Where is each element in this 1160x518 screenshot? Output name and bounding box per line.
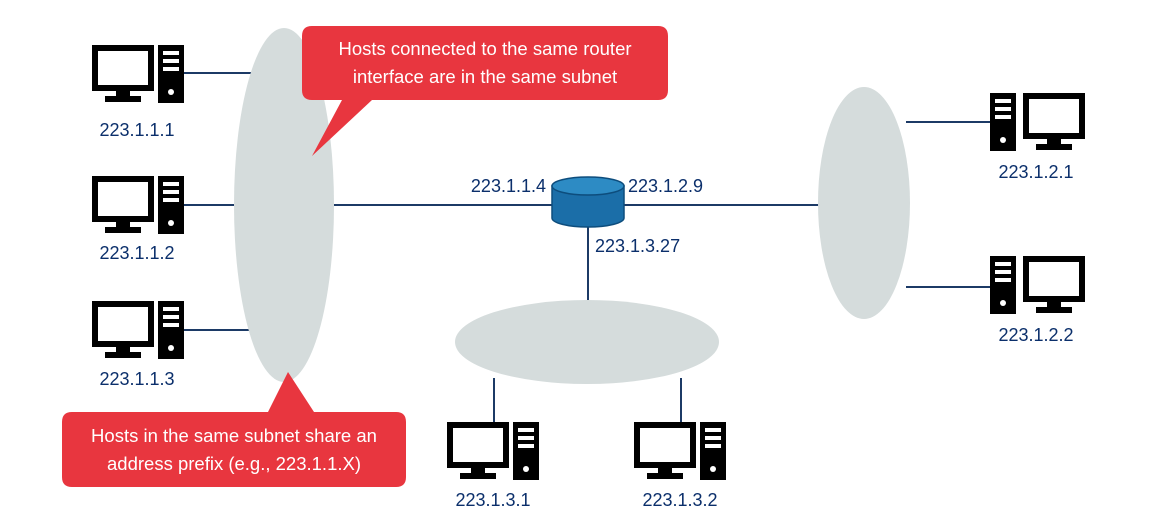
desktop-computer-icon: [990, 256, 1082, 314]
host-223-1-1-1: 223.1.1.1: [95, 45, 184, 140]
callout-same-interface: Hosts connected to the same router inter…: [302, 26, 668, 156]
host-223-1-1-3: 223.1.1.3: [95, 301, 184, 389]
host-223-1-3-2: 223.1.3.2: [637, 422, 726, 510]
subnet-223-1-2: [818, 87, 910, 319]
host-label: 223.1.2.2: [998, 325, 1073, 345]
router-interface-left-label: 223.1.1.4: [471, 176, 546, 196]
desktop-computer-icon: [450, 422, 539, 480]
router-interface-right-label: 223.1.2.9: [628, 176, 703, 196]
router-icon: [551, 176, 625, 228]
host-label: 223.1.2.1: [998, 162, 1073, 182]
host-223-1-2-2: 223.1.2.2: [990, 256, 1082, 345]
host-label: 223.1.1.1: [99, 120, 174, 140]
router-interface-bottom-label: 223.1.3.27: [595, 236, 680, 256]
links: [178, 72, 990, 425]
host-label: 223.1.1.2: [99, 243, 174, 263]
callout-top-line2: interface are in the same subnet: [353, 66, 617, 87]
desktop-computer-icon: [95, 176, 184, 234]
host-223-1-3-1: 223.1.3.1: [450, 422, 539, 510]
callout-bottom-line1: Hosts in the same subnet share an: [91, 425, 377, 446]
host-label: 223.1.3.2: [642, 490, 717, 510]
host-223-1-2-1: 223.1.2.1: [990, 93, 1082, 182]
desktop-computer-icon: [95, 45, 184, 103]
callout-bottom-line2: address prefix (e.g., 223.1.1.X): [107, 453, 361, 474]
desktop-computer-icon: [990, 93, 1082, 151]
callout-address-prefix: Hosts in the same subnet share an addres…: [62, 372, 406, 487]
host-223-1-1-2: 223.1.1.2: [95, 176, 184, 263]
callout-top-line1: Hosts connected to the same router: [338, 38, 631, 59]
subnet-223-1-3: [455, 300, 719, 384]
host-label: 223.1.1.3: [99, 369, 174, 389]
host-label: 223.1.3.1: [455, 490, 530, 510]
desktop-computer-icon: [95, 301, 184, 359]
desktop-computer-icon: [637, 422, 726, 480]
subnet-223-1-1: [234, 28, 334, 382]
